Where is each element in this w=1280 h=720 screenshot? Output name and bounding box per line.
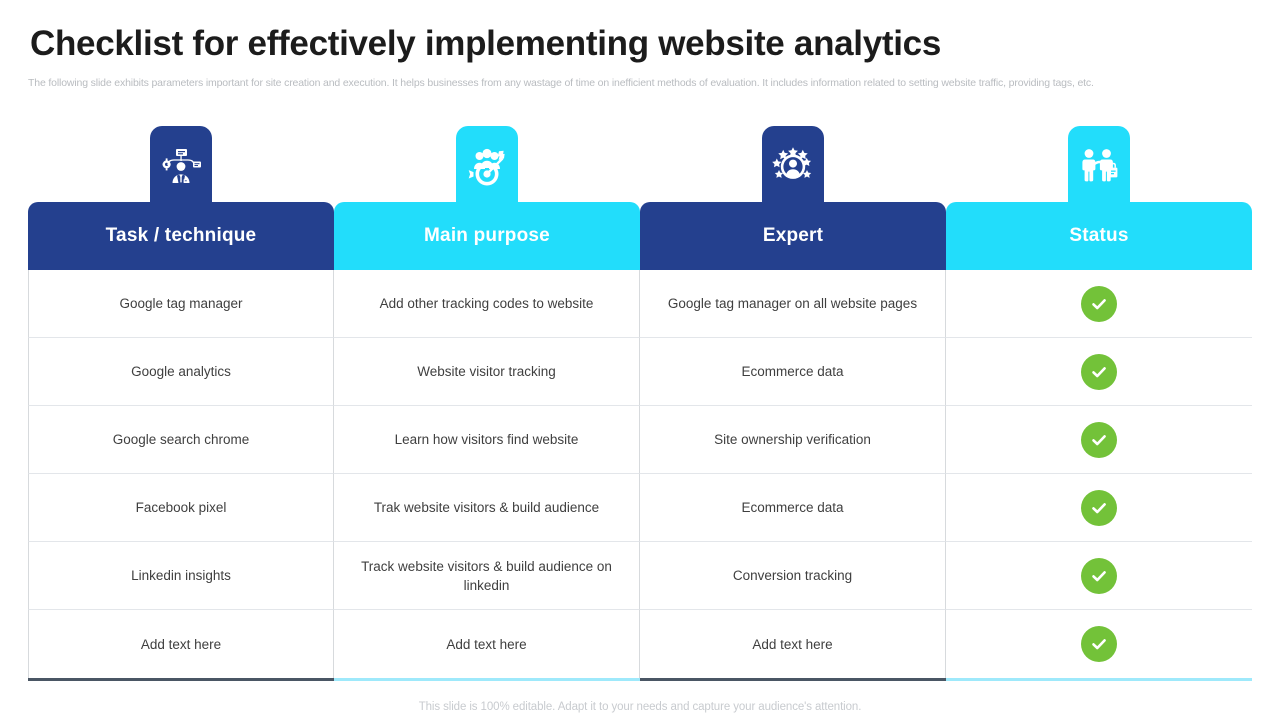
status-check-icon <box>1081 353 1117 390</box>
table-cell-expert: Site ownership verification <box>640 406 946 474</box>
table-column-task: Task / technique Google tag manager Goog… <box>28 202 334 681</box>
expert-star-badge-icon <box>770 143 816 189</box>
audience-target-icon <box>464 143 510 189</box>
table-cell-expert: Ecommerce data <box>640 338 946 406</box>
column-underline-status <box>946 678 1252 681</box>
table-column-expert: Expert Google tag manager on all website… <box>640 202 946 681</box>
table-cell-purpose: Track website visitors & build audience … <box>334 542 640 610</box>
column-underline-task <box>28 678 334 681</box>
table-cell-purpose: Add text here <box>334 610 640 678</box>
column-header-expert: Expert <box>640 202 946 270</box>
table-cell-expert: Google tag manager on all website pages <box>640 270 946 338</box>
table-cell-purpose: Learn how visitors find website <box>334 406 640 474</box>
status-check-icon <box>1081 285 1117 322</box>
table-cell-status <box>946 474 1252 542</box>
footer-note: This slide is 100% editable. Adapt it to… <box>418 701 862 713</box>
icon-badge-row <box>28 126 1252 206</box>
table-cell-task: Facebook pixel <box>28 474 334 542</box>
table-cell-expert: Add text here <box>640 610 946 678</box>
table-cell-task: Google tag manager <box>28 270 334 338</box>
audience-target-icon-badge <box>456 126 518 206</box>
column-header-status: Status <box>946 202 1252 270</box>
table-column-purpose: Main purpose Add other tracking codes to… <box>334 202 640 681</box>
table-cell-status <box>946 270 1252 338</box>
table-cell-purpose: Website visitor tracking <box>334 338 640 406</box>
table-cell-purpose: Trak website visitors & build audience <box>334 474 640 542</box>
status-check-icon <box>1081 489 1117 526</box>
column-header-purpose: Main purpose <box>334 202 640 270</box>
column-underline-expert <box>640 678 946 681</box>
expert-star-badge-icon-badge <box>762 126 824 206</box>
status-check-icon <box>1081 557 1117 594</box>
column-header-task: Task / technique <box>28 202 334 270</box>
page-subtitle: The following slide exhibits parameters … <box>28 77 1094 89</box>
table-cell-status <box>946 406 1252 474</box>
table-cell-purpose: Add other tracking codes to website <box>334 270 640 338</box>
table-cell-task: Google search chrome <box>28 406 334 474</box>
column-underline-purpose <box>334 678 640 681</box>
table-cell-expert: Conversion tracking <box>640 542 946 610</box>
table-cell-expert: Ecommerce data <box>640 474 946 542</box>
people-handshake-icon-badge <box>1068 126 1130 206</box>
table-cell-status <box>946 610 1252 678</box>
status-check-icon <box>1081 421 1117 458</box>
table-cell-status <box>946 338 1252 406</box>
people-handshake-icon <box>1076 143 1122 189</box>
table-cell-task: Add text here <box>28 610 334 678</box>
table-cell-task: Google analytics <box>28 338 334 406</box>
table-cell-task: Linkedin insights <box>28 542 334 610</box>
table-cell-status <box>946 542 1252 610</box>
table-column-status: Status <box>946 202 1252 681</box>
page-title: Checklist for effectively implementing w… <box>30 24 942 63</box>
user-settings-icon-badge <box>150 126 212 206</box>
status-check-icon <box>1081 626 1117 662</box>
user-settings-icon <box>158 143 204 189</box>
checklist-table: Task / technique Google tag manager Goog… <box>28 202 1252 681</box>
